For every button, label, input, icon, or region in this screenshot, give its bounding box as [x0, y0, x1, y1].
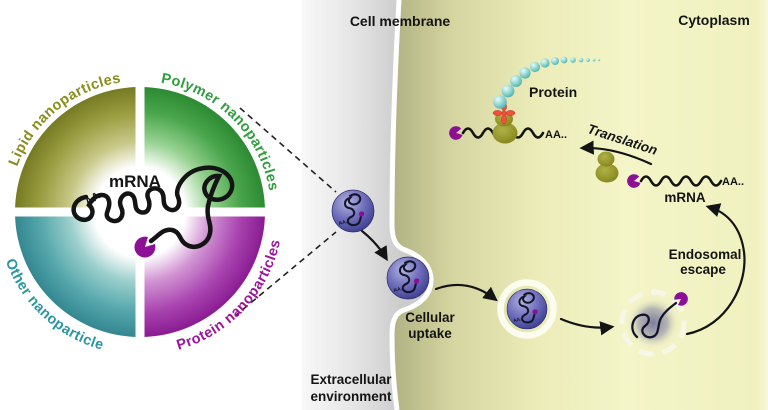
endosome-escaping	[619, 289, 691, 357]
endosomal-escape-label-line2: escape	[680, 262, 726, 277]
nanoparticle-in-pocket	[385, 255, 431, 301]
arrow-to-pocket	[360, 229, 388, 262]
extracellular-label-line1: Extracellular	[310, 372, 392, 387]
endosomal-escape-label-line1: Endosomal	[669, 247, 742, 262]
quadrant-protein	[140, 212, 265, 337]
protein-chain	[493, 56, 601, 109]
nanoparticle-in-vesicle	[506, 288, 548, 330]
quadrant-polymer	[140, 87, 265, 212]
endosomal-escape-arrow	[685, 203, 746, 336]
quadrant-lipid	[15, 87, 140, 212]
extracellular-label-line2: environment	[310, 389, 392, 404]
free-mrna-strand	[639, 175, 723, 187]
cytoplasm-label: Cytoplasm	[678, 12, 750, 28]
free-mrna-polya-label: AA..	[722, 176, 744, 188]
escaping-mrna-strand	[631, 301, 678, 339]
mrna-strand	[71, 165, 235, 250]
uptake-pathway: Cellular uptake Endosomal escape	[330, 188, 746, 357]
free-mrna-label: mRNA	[664, 190, 706, 205]
zoom-dashed-lines	[234, 107, 337, 317]
translating-complex: AA.. Protein	[447, 56, 601, 144]
endosome-body	[624, 294, 682, 352]
zoom-dashed-line-upper	[239, 107, 337, 193]
cell-membrane-line	[389, 0, 434, 410]
arrow-to-vesicle	[434, 283, 498, 302]
arrow-to-endosome	[559, 317, 615, 336]
nanoparticle-extracellular	[330, 188, 376, 234]
translating-mrna-polya-label: AA..	[545, 129, 567, 141]
zoom-dashed-line-lower	[234, 231, 337, 317]
quadrant-other	[15, 212, 140, 337]
protein-label: Protein	[529, 84, 577, 100]
nanoparticle-type-wheel: Lipid nanoparticles Polymer nanoparticle…	[0, 0, 284, 354]
cellular-uptake-label-line1: Cellular	[405, 310, 455, 325]
cellular-uptake-label-line2: uptake	[408, 326, 452, 341]
free-ribosome-icon	[595, 151, 619, 183]
translation-arrow	[579, 140, 653, 166]
central-mrna-label: mRNA	[109, 172, 161, 191]
vesicle-ring	[497, 279, 557, 339]
cell-membrane-label: Cell membrane	[350, 13, 451, 29]
endosome-dashed-ring	[619, 289, 687, 357]
